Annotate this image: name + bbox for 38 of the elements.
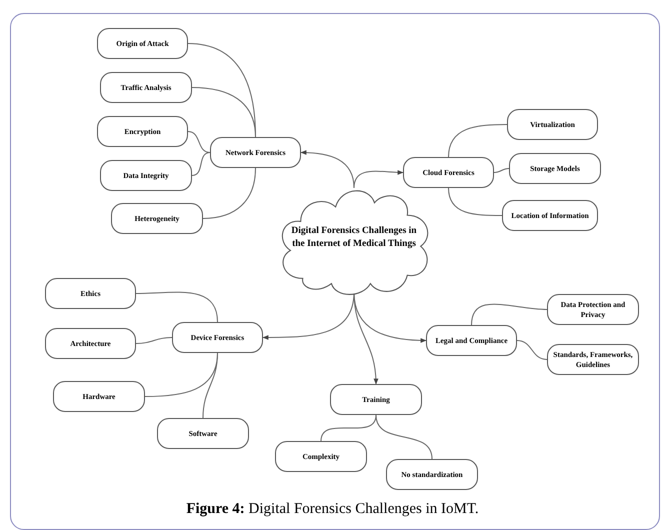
connector-line xyxy=(471,304,548,326)
connector-line xyxy=(136,337,172,344)
connector-line xyxy=(202,352,218,418)
connector-line xyxy=(192,152,210,176)
figure-caption: Figure 4: Digital Forensics Challenges in IoMT. xyxy=(186,500,479,519)
topic-box xyxy=(172,322,263,353)
connector-line xyxy=(188,131,210,153)
topic-box xyxy=(330,384,422,415)
topic-box xyxy=(210,137,301,168)
topic-box xyxy=(502,200,598,231)
topic-box xyxy=(507,109,598,140)
topic-box xyxy=(547,294,639,325)
topic-box xyxy=(403,157,494,188)
topic-box xyxy=(426,325,517,356)
topic-box xyxy=(45,278,136,309)
topic-box xyxy=(100,72,192,103)
connector-line xyxy=(448,188,502,216)
topic-box xyxy=(547,344,639,375)
arrow xyxy=(354,170,404,188)
topic-box xyxy=(100,160,192,191)
connector-line xyxy=(202,168,256,219)
topic-box xyxy=(386,459,478,490)
topic-box xyxy=(97,28,188,59)
topic-box xyxy=(509,153,601,184)
cloud-title: Digital Forensics Challenges in the Internet of Medical Things xyxy=(290,225,418,251)
topic-box xyxy=(53,381,145,412)
connector-line xyxy=(494,168,510,173)
connector-line xyxy=(192,87,256,138)
connector-line xyxy=(376,414,432,460)
topic-box xyxy=(111,203,203,234)
connector-line xyxy=(320,414,376,442)
connector-line xyxy=(136,292,218,322)
connector-line xyxy=(516,340,548,360)
connector-line xyxy=(448,124,508,158)
topic-box xyxy=(157,418,249,449)
topic-box xyxy=(45,328,136,359)
topic-box xyxy=(275,441,367,472)
topic-box xyxy=(97,116,188,147)
